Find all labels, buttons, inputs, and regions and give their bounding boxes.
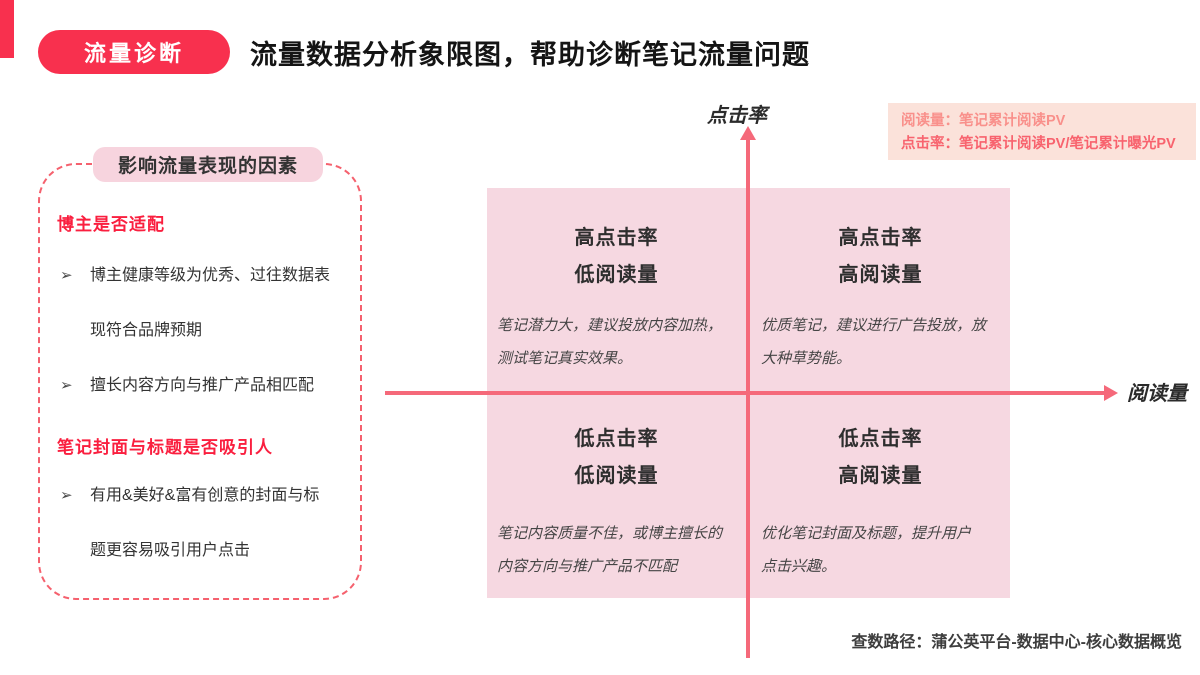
quadrant-title-line: 低阅读量 (574, 264, 659, 286)
quadrant-title: 低点击率 高阅读量 (751, 421, 1010, 495)
arrow-bullet-icon: ➢ (60, 267, 73, 284)
quadrant-description: 优质笔记，建议进行广告投放，放大种草势能。 (761, 317, 987, 367)
x-axis-label: 阅读量 (1127, 383, 1187, 405)
quadrant-description: 笔记潜力大，建议投放内容加热，测试笔记真实效果。 (497, 317, 723, 367)
x-axis-arrow-icon (1104, 385, 1118, 401)
quadrant-title: 高点击率 高阅读量 (751, 220, 1010, 294)
factors-panel-title: 影响流量表现的因素 (93, 147, 323, 182)
list-item-text: 有用&美好&富有创意的封面与标题更容易吸引用户点击 (90, 487, 320, 559)
y-axis-label: 点击率 (707, 105, 767, 127)
definition-value: 笔记累计阅读PV (959, 113, 1066, 129)
quadrant-description: 优化笔记封面及标题，提升用户点击兴趣。 (761, 525, 972, 575)
quadrant-title-line: 低阅读量 (574, 465, 659, 487)
section-badge: 流量诊断 (38, 30, 230, 74)
list-item-text: 博主健康等级为优秀、过往数据表现符合品牌预期 (90, 267, 331, 339)
quadrant-title: 低点击率 低阅读量 (487, 421, 746, 495)
accent-bar (0, 0, 14, 58)
definition-value: 笔记累计阅读PV/笔记累计曝光PV (959, 136, 1176, 152)
section-heading-cover-title: 笔记封面与标题是否吸引人 (57, 438, 273, 457)
arrow-bullet-icon: ➢ (60, 377, 73, 394)
quadrant-description: 笔记内容质量不佳，或博主擅长的内容方向与推广产品不匹配 (497, 525, 723, 575)
data-path-note: 查数路径：蒲公英平台-数据中心-核心数据概览 (851, 634, 1182, 651)
quadrant-title-line: 高点击率 (838, 227, 923, 249)
definition-label: 阅读量： (901, 113, 959, 129)
quadrant-title-line: 低点击率 (574, 428, 659, 450)
x-axis-line (385, 391, 1106, 395)
definition-label: 点击率： (901, 136, 959, 152)
y-axis-arrow-icon (740, 126, 756, 140)
arrow-bullet-icon: ➢ (60, 487, 73, 504)
quadrant-title-line: 低点击率 (838, 428, 923, 450)
definition-line-click-rate: 点击率：笔记累计阅读PV/笔记累计曝光PV (901, 133, 1196, 156)
y-axis-line (746, 137, 750, 658)
metric-definitions-box: 阅读量：笔记累计阅读PV 点击率：笔记累计阅读PV/笔记累计曝光PV (888, 103, 1196, 160)
list-item: ➢ 有用&美好&富有创意的封面与标题更容易吸引用户点击 (60, 468, 352, 578)
quadrant-title-line: 高阅读量 (838, 264, 923, 286)
list-item-text: 擅长内容方向与推广产品相匹配 (90, 377, 315, 394)
list-item: ➢ 博主健康等级为优秀、过往数据表现符合品牌预期 (60, 248, 352, 358)
section-heading-blogger-fit: 博主是否适配 (57, 215, 165, 234)
quadrant-title-line: 高阅读量 (838, 465, 923, 487)
quadrant-title-line: 高点击率 (574, 227, 659, 249)
page-title: 流量数据分析象限图，帮助诊断笔记流量问题 (250, 40, 810, 70)
quadrant-title: 高点击率 低阅读量 (487, 220, 746, 294)
list-item: ➢ 擅长内容方向与推广产品相匹配 (60, 358, 352, 413)
definition-line-read-volume: 阅读量：笔记累计阅读PV (901, 110, 1196, 133)
